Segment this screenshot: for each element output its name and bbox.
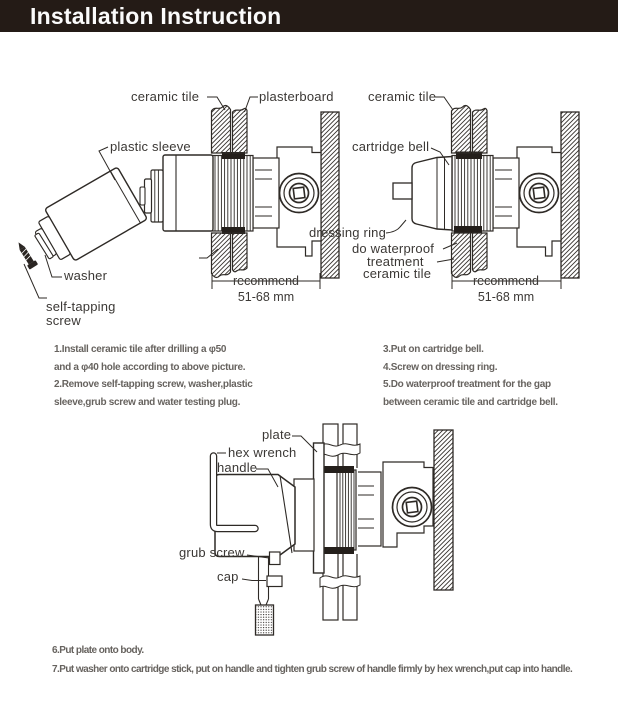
cap-part [266,575,283,588]
label-ceramic-tile: ceramic tile [368,89,437,104]
step-line: 7.Put washer onto cartridge stick, put o… [52,663,573,675]
dimension-line [451,273,562,289]
valve-body [162,154,214,232]
ceramic-tile-lower [210,232,232,279]
steps-6-7: 6.Put plate onto body. 7.Put washer onto… [52,642,573,679]
valve-connection [391,486,433,528]
ceramic-tile-upper [210,104,232,154]
valve-connection [278,172,320,214]
leader-lines [217,435,318,581]
label-self-tapping-screw: self-tapping screw [46,299,116,328]
steps-3-5: 3.Put on cartridge bell. 4.Screw on dres… [383,341,558,411]
grub-screw-part [268,551,281,566]
plasterboard-lower [231,232,248,273]
wall-stud [560,111,580,279]
seal-bottom [454,226,482,234]
seal-bottom [324,547,354,554]
dimension-line [211,273,321,289]
label-dressing-ring: dressing ring [309,225,387,240]
seal-top [456,151,482,159]
dim-range: 51-68 mm [237,290,295,304]
leader-lines [23,96,258,299]
label-do-waterproof: do waterproof [352,241,435,256]
dim-recommend: recommend [473,274,539,288]
ceramic-tile-upper [450,104,472,154]
figure-handle-plate [209,423,454,636]
label-treatment: treatment [367,254,424,269]
seal-top [324,466,354,473]
header-bar: Installation Instruction [0,0,618,32]
label-cartridge-bell: cartridge bell [352,139,430,154]
ceramic-tile-lower [450,232,472,279]
label-washer: washer [64,268,108,283]
cartridge-stick [392,182,413,200]
label-plasterboard: plasterboard [259,89,334,104]
wall-stud [320,111,340,279]
step-line: 1.Install ceramic tile after drilling a … [54,344,227,355]
steps-1-2: 1.Install ceramic tile after drilling a … [54,341,253,411]
label-ceramic-tile-bottom: ceramic tile [363,266,432,281]
step-line: 4.Screw on dressing ring. [383,361,498,373]
page-title: Installation Instruction [30,3,282,29]
washer-part [34,232,54,260]
seal-bottom [222,227,245,234]
self-tapping-screw-part [18,242,38,270]
label-grub-screw: grub screw [179,545,245,560]
hex-wrench-part [209,452,259,533]
step-line: 3.Put on cartridge bell. [383,344,484,355]
step-line: sleeve,grub screw and water testing plug… [54,396,241,408]
figure-cartridge-bell [385,96,580,289]
seal-top [222,152,245,159]
step-line: between ceramic tile and cartridge bell. [383,396,558,408]
cartridge-bell-part [411,155,453,231]
label-handle: handle [217,460,258,475]
figure-body-through-wall [18,96,340,299]
step-line: 2.Remove self-tapping screw, washer,plas… [54,379,253,390]
step-line: 5.Do waterproof treatment for the gap [383,379,551,390]
dim-range: 51-68 mm [477,290,535,304]
step-line: 6.Put plate onto body. [52,645,144,656]
plasterboard-upper [231,107,248,154]
label-cap: cap [217,569,239,584]
plate-part [312,442,325,574]
valve-connection [518,172,560,214]
plasterboard-lower [471,232,488,273]
wall-stud [433,429,454,591]
knurled-grip [254,604,275,636]
label-hex-wrench: hex wrench [228,445,297,460]
plasterboard-upper [471,107,488,154]
dim-recommend: recommend [233,274,299,288]
label-plastic-sleeve: plastic sleeve [110,139,191,154]
leader-lines [385,96,458,263]
step-line: and a φ40 hole according to above pictur… [54,361,246,373]
label-ceramic-tile: ceramic tile [131,89,200,104]
label-plate: plate [262,427,292,442]
